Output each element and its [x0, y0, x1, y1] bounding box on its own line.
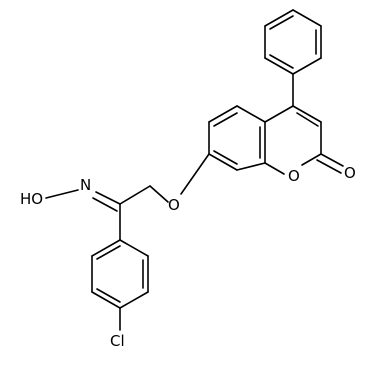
atom-label-carbonyl-o: O [344, 164, 356, 182]
atom-label-hydroxyl: HO [20, 190, 43, 208]
pyranone-ring [264, 105, 322, 175]
carbonyl [316, 153, 344, 174]
atom-label-ring-o: O [288, 167, 300, 185]
phenyl-ring [264, 9, 322, 75]
atom-label-chloro: Cl [110, 332, 125, 350]
ether-linkage [119, 153, 210, 205]
chlorophenyl-ring [91, 203, 149, 309]
oxime-group [45, 189, 121, 212]
atom-label-oxime-n: N [80, 176, 91, 194]
benzo-ring [208, 105, 266, 171]
atom-label-ether-o: O [168, 196, 180, 214]
